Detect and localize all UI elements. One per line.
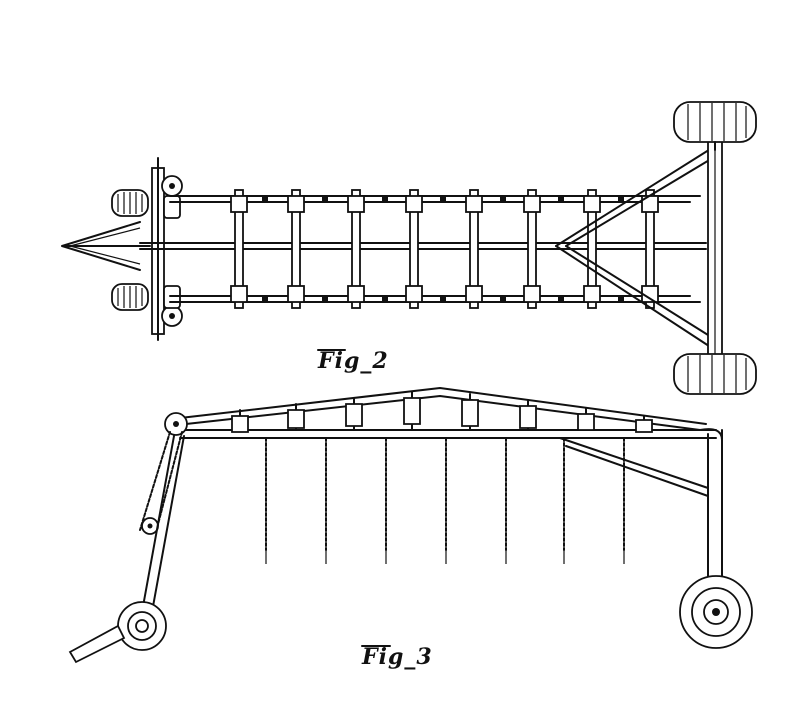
cross-bar <box>347 189 365 309</box>
cross-bar <box>405 189 423 309</box>
cross-bar <box>583 189 601 309</box>
rear-wheel-lower-top <box>673 353 757 395</box>
arched-top-frame <box>179 387 717 439</box>
sprocket-upper <box>161 175 183 197</box>
arch-struts <box>231 391 653 433</box>
cross-bar <box>287 189 305 309</box>
rear-v-brace <box>555 147 717 349</box>
cross-bar <box>230 189 248 309</box>
front-leg <box>141 435 185 613</box>
rear-axle <box>707 139 723 361</box>
tow-hitch <box>61 221 151 271</box>
fig-3-label: Fig_3 <box>361 644 433 670</box>
sprocket-lower <box>161 305 183 327</box>
rear-wheel-upper-top <box>673 101 757 151</box>
fig-2-label: Fig_2 <box>317 348 389 374</box>
rear-wheel-side <box>679 575 753 649</box>
tow-tongue-side <box>68 624 126 664</box>
fig-2-top-view: Fig_2 <box>61 101 757 395</box>
hanging-chains <box>265 437 625 564</box>
fig-3-side-view: Fig_3 <box>68 387 753 670</box>
rear-leg-brace <box>559 428 723 581</box>
front-wheels-top <box>111 189 149 311</box>
fig-2-caption: Fig_2 <box>317 348 389 374</box>
fig-3-caption: Fig_3 <box>361 644 433 670</box>
cross-bar <box>465 189 483 309</box>
front-drive-assembly <box>139 412 188 535</box>
cross-bar <box>523 189 541 309</box>
front-wheel-side <box>117 601 167 651</box>
drag-chain-links <box>262 197 624 301</box>
frame-cross-bars <box>230 189 659 309</box>
